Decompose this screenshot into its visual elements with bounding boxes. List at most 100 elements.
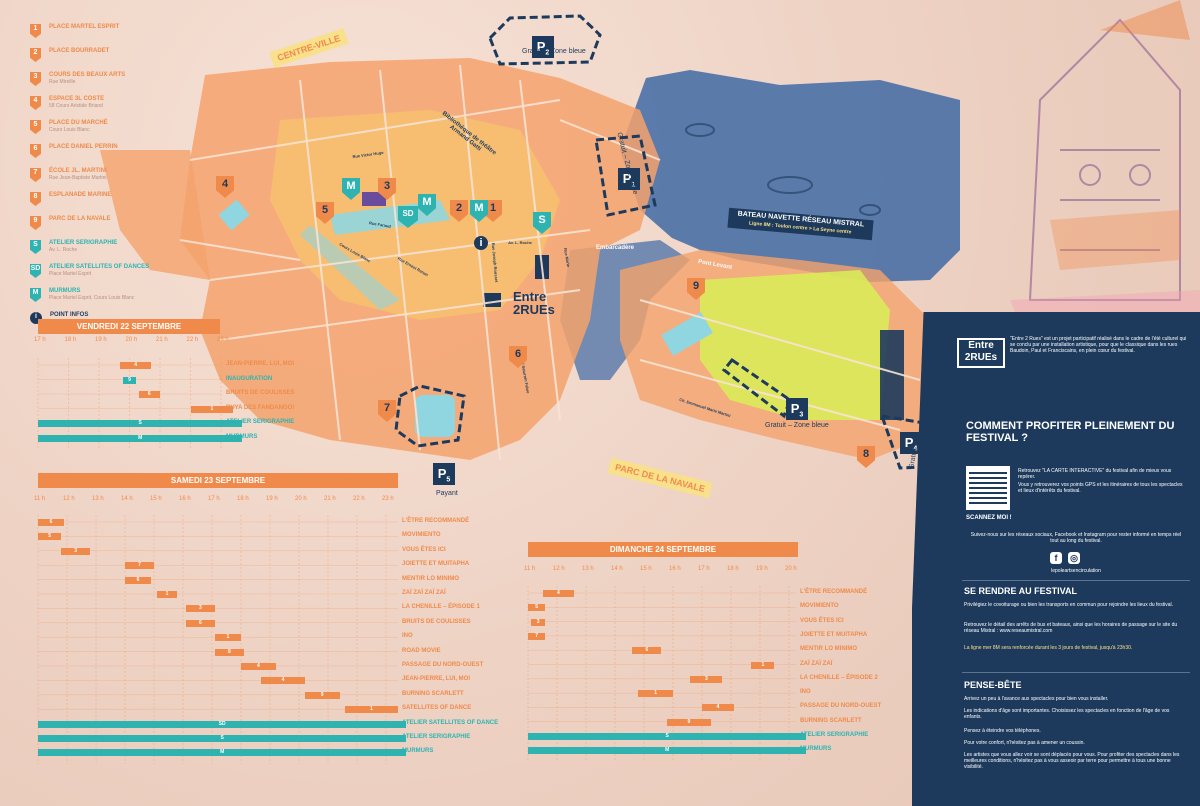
social-handle[interactable]: lepoleartsencirculation [1051,568,1101,574]
samedi-activity-bar[interactable]: 6 [125,576,152,584]
scan-label: SCANNEZ MOI ! [966,515,1012,521]
vendredi-activity-bar[interactable]: 4 [120,362,151,369]
venue-pin-8[interactable]: 8 [857,446,875,468]
samedi-activity-bar[interactable]: S [38,735,407,742]
dimanche-hour-tick: 17 h [698,566,710,572]
legend-label: Atelier SerigraphieAv. L. Roche [49,240,118,253]
venue-pin-4[interactable]: 4 [216,176,234,198]
instagram-icon[interactable]: ◎ [1068,552,1080,564]
legend-label: Place du MarchéCours Louis Blanc [49,120,108,133]
qr-code[interactable] [966,466,1010,510]
samedi-activity-bar[interactable]: 3 [61,547,91,555]
samedi-activity-bar[interactable]: SD [38,720,407,728]
dimanche-activity-label: MOVIMIENTO [800,603,839,610]
vendredi-activity-bar[interactable]: M [38,434,243,442]
samedi-activity-label: LA CHENILLE – ÉPISODE 1 [402,604,480,611]
dimanche-activity-bar[interactable]: 9 [667,718,711,726]
legend-item: 2Place Bourradet [30,48,180,67]
legend-sublabel: Rue Mireille [49,79,76,85]
legend-pin-icon: 7 [30,168,41,182]
legend-sublabel: Av. L. Roche [49,247,78,253]
samedi-activity-bar[interactable]: M [38,749,407,757]
dimanche-hour-tick: 14 h [611,566,623,572]
samedi-activity-bar[interactable]: 1 [345,706,398,714]
venue-pin-1[interactable]: 1 [484,200,502,222]
vendredi-activity-bar[interactable]: 9 [123,376,136,384]
venue-pin-sd[interactable]: SD [398,206,418,228]
legend-pin-icon: 8 [30,192,41,206]
venue-pin-m2[interactable]: M [418,194,436,216]
venue-pin-m1[interactable]: M [342,178,360,200]
dimanche-activity-label: ATELIER SERIGRAPHIE [800,732,869,738]
legend-pin-icon: 1 [30,24,41,38]
samedi-activity-bar[interactable]: 6 [185,619,215,627]
vendredi-activity-label: ATELIER SERIGRAPHIE [226,419,295,425]
info-pin[interactable]: i [474,236,488,250]
parking-p3-icon[interactable]: P3 [786,398,808,420]
vendredi-activity-label: BRUITS DE COULISSES [226,390,295,396]
dimanche-activity-label: BURNING SCARLETT [800,717,862,724]
samedi-activity-label: JOIETTE ET MUITAPHA [402,561,470,568]
samedi-activity-bar[interactable]: 1 [156,591,178,598]
samedi-activity-bar[interactable]: 8 [214,648,244,656]
samedi-activity-bar[interactable]: 5 [38,533,62,541]
venue-pin-3[interactable]: 3 [378,178,396,200]
venue-pin-s[interactable]: S [533,212,551,234]
samedi-hour-tick: 22 h [353,496,365,502]
dimanche-activity-bar[interactable]: 4 [542,590,575,597]
venue-pin-7[interactable]: 7 [378,400,396,422]
samedi-activity-bar[interactable]: 6 [38,519,65,526]
vendredi-activity-bar[interactable]: 6 [138,391,160,398]
samedi-activity-label: ZAÏ ZAÏ ZAÏ ZAÏ [402,590,446,596]
panel-qr-text: Retrouvez "LA CARTE INTERACTIVE" du fest… [1018,468,1172,480]
vendredi-activity-bar[interactable]: 1 [190,405,234,413]
dimanche-activity-bar[interactable]: S [528,733,807,740]
samedi-activity-bar[interactable]: 7 [125,562,154,570]
facebook-icon[interactable]: f [1050,552,1062,564]
venue-pin-6[interactable]: 6 [509,346,527,368]
legend-pin-icon: SD [30,264,41,278]
samedi-hour-tick: 14 h [121,496,133,502]
parking-p1-icon[interactable]: P1 [618,168,640,190]
parking-p2-icon[interactable]: P2 [532,36,554,58]
venue-pin-m3[interactable]: M [470,200,488,222]
legend-item: 1Place Martel Esprit [30,24,180,43]
samedi-activity-bar[interactable]: 4 [241,663,276,670]
samedi-activity-label: L'ÊTRE RECOMMANDÉ [402,518,470,524]
dimanche-activity-bar[interactable]: 4 [702,704,734,712]
venue-pin-2[interactable]: 2 [450,200,468,222]
pense-2: Les indications d'âge sont importantes. … [964,708,1170,720]
venue-pin-5[interactable]: 5 [316,202,334,224]
dimanche-activity-bar[interactable]: 3 [530,618,546,626]
dimanche-activity-bar[interactable]: M [528,747,807,755]
parking-p2-label: Gratuit – Zone bleue [522,48,586,55]
dimanche-hour-tick: 16 h [669,566,681,572]
dimanche-activity-label: INO [800,689,811,696]
samedi-activity-bar[interactable]: 4 [261,677,305,685]
dimanche-activity-bar[interactable]: 5 [528,604,546,612]
samedi-activity-label: VOUS ÊTES ICI [402,546,446,553]
parking-p5-label: Payant [436,490,458,497]
dimanche-activity-bar[interactable]: 7 [528,632,546,640]
dimanche-activity-bar[interactable]: 1 [638,690,673,698]
venue-pin-9[interactable]: 9 [687,278,705,300]
dimanche-activity-label: VOUS ÊTES ICI [800,617,844,624]
dimanche-activity-label: MURMURS [800,746,832,753]
map-logo-line1: Entre [513,289,547,304]
legend-label: MurmursPlace Martel Esprit, Cours Louis … [49,288,135,301]
legend-pin-icon: 9 [30,216,41,230]
samedi-activity-bar[interactable]: 9 [304,691,340,699]
vendredi-activity-bar[interactable]: S [38,420,243,427]
dimanche-activity-bar[interactable]: 3 [690,675,723,683]
parking-p4-icon[interactable]: P4 [900,432,922,454]
samedi-activity-bar[interactable]: 3 [185,605,215,613]
samedi-activity-bar[interactable]: 1 [214,634,241,642]
parking-p5-icon[interactable]: P5 [433,463,455,485]
samedi-hour-tick: 13 h [92,496,104,502]
dimanche-activity-label: MENTIR LO MINIMO [800,646,857,653]
pense-3: Pensez à éteindre vos téléphones. [964,728,1041,734]
samedi-hour-tick: 18 h [237,496,249,502]
dimanche-activity-bar[interactable]: 6 [632,647,662,655]
dimanche-activity-bar[interactable]: 1 [751,661,775,669]
vendredi-hour-tick: 18 h [64,337,77,343]
